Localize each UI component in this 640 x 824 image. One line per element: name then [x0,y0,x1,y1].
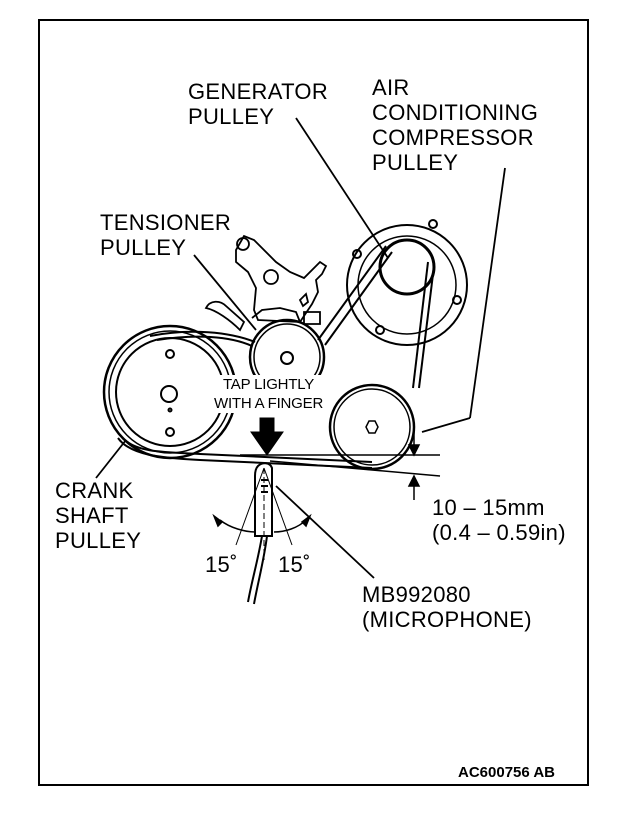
tensioner-bracket [204,234,328,332]
deflection-in: (0.4 – 0.59in) [432,520,566,545]
generator-pulley-label-line1: GENERATOR [188,79,329,104]
deflection-label: 10 – 15mm (0.4 – 0.59in) [432,495,566,545]
ac-label-line1: AIR [372,75,410,100]
ac-label-line3: COMPRESSOR [372,125,534,150]
figure-code: AC600756 AB [458,764,555,781]
microphone-part-number: MB992080 [362,582,471,607]
microphone-icon [247,462,273,605]
ac-label-line2: CONDITIONING [372,100,539,125]
tap-instruction-label: TAP LIGHTLY WITH A FINGER [214,375,323,413]
crank-label-line2: SHAFT [55,503,129,528]
tap-line2: WITH A FINGER [214,395,324,412]
crank-shaft-pulley-label: CRANK SHAFT PULLEY [55,478,141,553]
drive-belt [117,245,435,469]
ac-label-line4: PULLEY [372,150,459,175]
tensioner-label-line1: TENSIONER [100,210,232,235]
generator-pulley-label-line2: PULLEY [188,104,275,129]
tap-line1: TAP LIGHTLY [222,376,315,393]
press-down-arrow [250,417,284,456]
angle-left-label: 15˚ [205,552,238,577]
angle-arcs [212,467,312,546]
microphone-label: MB992080 (MICROPHONE) [362,582,532,632]
deflection-mm: 10 – 15mm [432,495,545,520]
ac-compressor-pulley [328,383,416,471]
tensioner-pulley-label: TENSIONER PULLEY [100,210,231,260]
leader-lines [95,117,506,579]
crank-label-line1: CRANK [55,478,134,503]
generator-pulley-label: GENERATOR PULLEY [188,79,328,129]
generator-pulley [346,219,468,346]
deflection-dimension [240,430,441,500]
tensioner-label-line2: PULLEY [100,235,187,260]
crank-label-line3: PULLEY [55,528,142,553]
figure-frame [38,19,589,786]
microphone-name: (MICROPHONE) [362,607,532,632]
ac-compressor-pulley-label: AIR CONDITIONING COMPRESSOR PULLEY [372,75,538,175]
angle-right-label: 15˚ [278,552,311,577]
